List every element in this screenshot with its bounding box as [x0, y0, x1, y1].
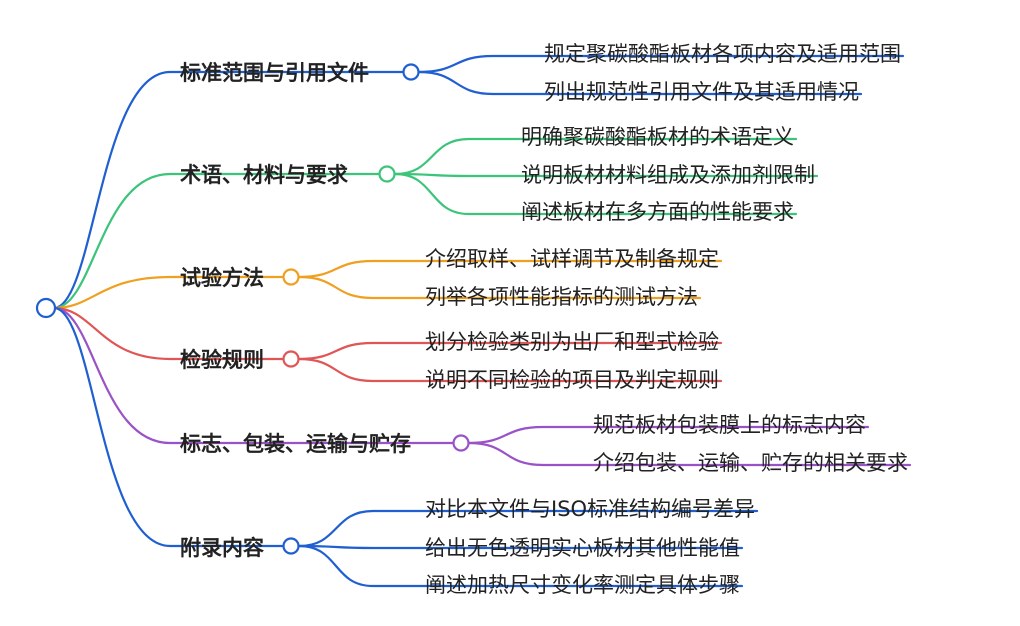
edge-branch-2-to-leaf-3	[393, 172, 798, 216]
root-node[interactable]	[35, 297, 57, 319]
branch-node-2[interactable]	[378, 165, 396, 183]
edge-root-to-branch-2	[52, 172, 381, 310]
leaf-inspection-2[interactable]: 说明不同检验的项目及判定规则	[425, 368, 719, 392]
edge-root-to-branch-3	[52, 275, 285, 310]
leaf-marking-2[interactable]: 介绍包装、运输、贮存的相关要求	[593, 451, 908, 475]
edge-branch-2-to-leaf-1	[393, 137, 798, 176]
branch-label-inspection[interactable]: 检验规则	[180, 348, 264, 372]
edge-branch-3-to-leaf-1	[297, 259, 723, 279]
leaf-appendix-1[interactable]: 对比本文件与ISO标准结构编号差异	[425, 497, 755, 521]
edges-layer	[52, 54, 912, 588]
leaf-scope-2[interactable]: 列出规范性引用文件及其适用情况	[544, 80, 859, 104]
branch-node-4[interactable]	[282, 350, 300, 368]
edge-branch-5-to-leaf-2	[467, 441, 912, 467]
leaf-terms-3[interactable]: 阐述板材在多方面的性能要求	[521, 200, 794, 224]
edge-branch-2-to-leaf-2	[393, 172, 819, 178]
edge-root-to-branch-4	[52, 306, 285, 361]
edge-branch-5-to-leaf-1	[467, 425, 870, 445]
branch-label-marking-packaging[interactable]: 标志、包装、运输与贮存	[180, 432, 411, 456]
edge-branch-6-to-leaf-1	[297, 509, 759, 548]
leaf-appendix-2[interactable]: 给出无色透明实心板材其他性能值	[425, 536, 740, 560]
branch-node-3[interactable]	[282, 268, 300, 286]
branch-label-test-methods[interactable]: 试验方法	[180, 266, 264, 290]
edge-root-to-branch-1	[52, 70, 405, 310]
leaf-terms-2[interactable]: 说明板材材料组成及添加剂限制	[521, 163, 815, 187]
edge-branch-4-to-leaf-2	[297, 357, 723, 383]
edge-branch-6-to-leaf-3	[297, 544, 744, 588]
leaf-test-methods-1[interactable]: 介绍取样、试样调节及制备规定	[425, 247, 719, 271]
branch-label-scope[interactable]: 标准范围与引用文件	[180, 61, 369, 85]
leaf-terms-1[interactable]: 明确聚碳酸酯板材的术语定义	[521, 125, 794, 149]
branch-node-6[interactable]	[282, 537, 300, 555]
edge-root-to-branch-6	[52, 306, 285, 548]
edge-branch-1-to-leaf-2	[417, 70, 863, 96]
leaf-scope-1[interactable]: 规定聚碳酸酯板材各项内容及适用范围	[544, 42, 901, 66]
branch-node-1[interactable]	[402, 63, 420, 81]
leaf-marking-1[interactable]: 规范板材包装膜上的标志内容	[593, 413, 866, 437]
leaf-inspection-1[interactable]: 划分检验类别为出厂和型式检验	[425, 330, 719, 354]
edge-branch-1-to-leaf-1	[417, 54, 905, 74]
nodes-layer	[35, 63, 470, 555]
branch-node-5[interactable]	[452, 434, 470, 452]
edge-branch-3-to-leaf-2	[297, 275, 702, 300]
branch-label-terms[interactable]: 术语、材料与要求	[180, 163, 348, 187]
branch-label-appendix[interactable]: 附录内容	[180, 536, 264, 560]
edge-branch-4-to-leaf-1	[297, 341, 723, 361]
edge-branch-6-to-leaf-2	[297, 544, 744, 550]
labels-layer: 标准范围与引用文件 规定聚碳酸酯板材各项内容及适用范围 列出规范性引用文件及其适…	[180, 42, 908, 597]
edge-root-to-branch-5	[52, 306, 455, 445]
leaf-appendix-3[interactable]: 阐述加热尺寸变化率测定具体步骤	[425, 573, 740, 597]
leaf-test-methods-2[interactable]: 列举各项性能指标的测试方法	[425, 285, 698, 309]
